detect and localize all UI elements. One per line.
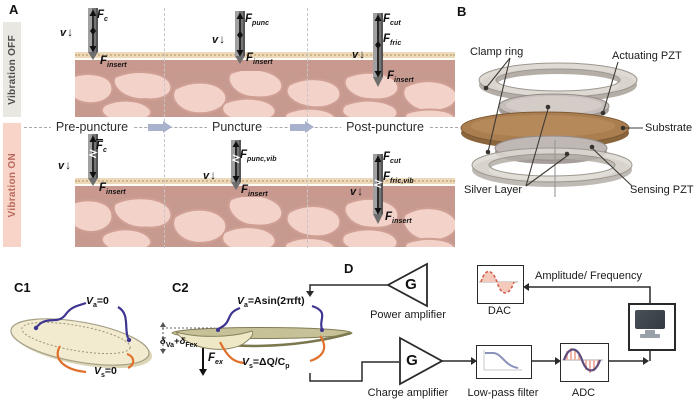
label-amplitude-frequency: Amplitude/ Frequency [535, 270, 642, 282]
equation-vs-zero: Vs=0 [94, 365, 117, 379]
velocity-label: v↓ [203, 168, 217, 182]
vibration-off-sidebar: Vibration OFF [3, 22, 21, 117]
membrane-layer [75, 58, 455, 60]
transducer-exploded-view [460, 57, 643, 197]
monitor-neck [645, 330, 655, 334]
velocity-label: v↓ [60, 25, 74, 39]
panel-c1-letter: C1 [14, 280, 31, 295]
needle-icon [88, 8, 98, 60]
phase-arrow-icon [148, 121, 172, 133]
force-label-puncture-vib: Fpunc,vib [240, 149, 277, 163]
vibrating-needle-icon [231, 140, 241, 190]
down-arrow-icon: ↓ [357, 184, 364, 198]
low-pass-filter-box [476, 345, 532, 379]
low-pass-response-icon [483, 350, 522, 371]
label-actuating-pzt: Actuating PZT [612, 50, 682, 62]
equation-vs-sense: Vs=ΔQ/Cp [242, 356, 290, 370]
down-arrow-icon: ↓ [210, 168, 217, 182]
needle-icon [373, 13, 383, 87]
down-arrow-icon: ↓ [219, 32, 226, 46]
phase-label-puncture: Puncture [206, 120, 268, 134]
phase-label-pre-puncture: Pre-puncture [50, 120, 134, 134]
force-label-friction-vib: Ffric,vib [383, 171, 414, 185]
equation-va-zero: Va=0 [86, 295, 109, 309]
label-low-pass-filter: Low-pass filter [467, 387, 539, 399]
velocity-label: v↓ [350, 184, 364, 198]
velocity-label: v↓ [58, 158, 72, 172]
power-amplifier-gain-symbol: G [405, 276, 417, 293]
charge-amplifier-triangle-icon [399, 336, 444, 386]
adc-waveform-icon [562, 348, 603, 373]
skin-layer [75, 178, 455, 184]
tissue-row-vibration-on [75, 178, 455, 247]
charge-amplifier-gain-symbol: G [406, 352, 418, 369]
force-label-external: Fex [208, 352, 224, 366]
panel-a-letter: A [9, 2, 19, 17]
skin-layer [75, 52, 455, 58]
monitor-base [640, 334, 660, 338]
dermis-layer [75, 60, 455, 71]
dac-box [477, 265, 524, 304]
panel-d-letter: D [344, 261, 354, 276]
monitor-screen [635, 310, 665, 329]
label-sensing-pzt: Sensing PZT [630, 184, 694, 196]
velocity-label: v↓ [352, 47, 366, 61]
label-clamp-ring: Clamp ring [470, 46, 524, 58]
force-label-mean-contact: Fc [96, 139, 108, 154]
down-arrow-icon: ↓ [65, 158, 72, 172]
label-power-amplifier: Power amplifier [370, 309, 446, 321]
deflection-label: δVa+δFex [160, 336, 198, 349]
equation-va-drive: Va=Asin(2πft) [237, 295, 305, 309]
adc-box [560, 343, 609, 382]
label-charge-amplifier: Charge amplifier [367, 387, 449, 399]
dac-waveform-icon [479, 270, 518, 294]
tissue-row-vibration-off [75, 52, 455, 117]
force-label-insert: Finsert [246, 52, 273, 66]
panel-b-letter: B [457, 4, 467, 19]
label-substrate: Substrate [645, 122, 693, 134]
force-label-friction: Ffric [383, 33, 402, 47]
dermis-layer [75, 186, 455, 197]
force-label-insert: Finsert [385, 211, 412, 225]
velocity-label: v↓ [212, 32, 226, 46]
force-label-cut: Fcut [383, 13, 401, 27]
force-label-insert: Finsert [387, 70, 414, 84]
label-adc: ADC [571, 387, 596, 399]
force-label-insert: Finsert [241, 184, 268, 198]
panel-c2-letter: C2 [172, 280, 189, 295]
computer-monitor-icon [628, 303, 676, 351]
power-amplifier-triangle-icon [386, 262, 428, 308]
needle-icon [235, 11, 245, 64]
vibrating-needle-icon [88, 134, 98, 186]
force-label-cut: Fcut [383, 151, 401, 165]
force-label-puncture: Fpunc [245, 13, 270, 27]
vibration-on-sidebar: Vibration ON [3, 123, 21, 247]
force-label-insert: Finsert [100, 55, 127, 69]
down-arrow-icon: ↓ [359, 47, 366, 61]
phase-arrow-icon [290, 121, 314, 133]
membrane-layer [75, 184, 455, 186]
label-silver-layer: Silver Layer [464, 184, 523, 196]
down-arrow-icon: ↓ [67, 25, 74, 39]
label-dac: DAC [487, 305, 512, 317]
vibrating-needle-icon [373, 154, 383, 224]
force-label-insert: Finsert [99, 182, 126, 196]
force-label-contact: Fc [97, 9, 109, 23]
phase-label-post-puncture: Post-puncture [341, 120, 429, 134]
